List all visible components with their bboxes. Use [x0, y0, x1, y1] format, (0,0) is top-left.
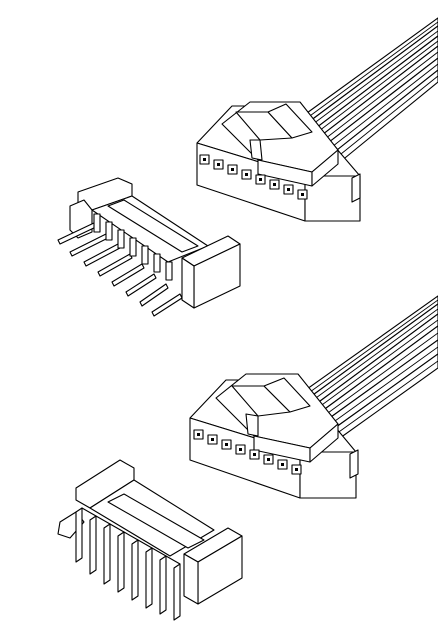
upper-wire-housing: [196, 101, 361, 222]
lower-pin-header: [57, 459, 243, 621]
upper-header-pins: [57, 213, 183, 317]
upper-pin-header: [57, 177, 241, 317]
lower-wire-housing: [189, 373, 359, 499]
upper-housing-cavities: [199, 154, 308, 200]
upper-assembly: [57, 17, 438, 317]
upper-cable-wires: [299, 17, 438, 163]
lower-header-pins: [75, 507, 181, 621]
lower-assembly: [57, 295, 438, 621]
lower-housing-cavities: [193, 429, 302, 475]
